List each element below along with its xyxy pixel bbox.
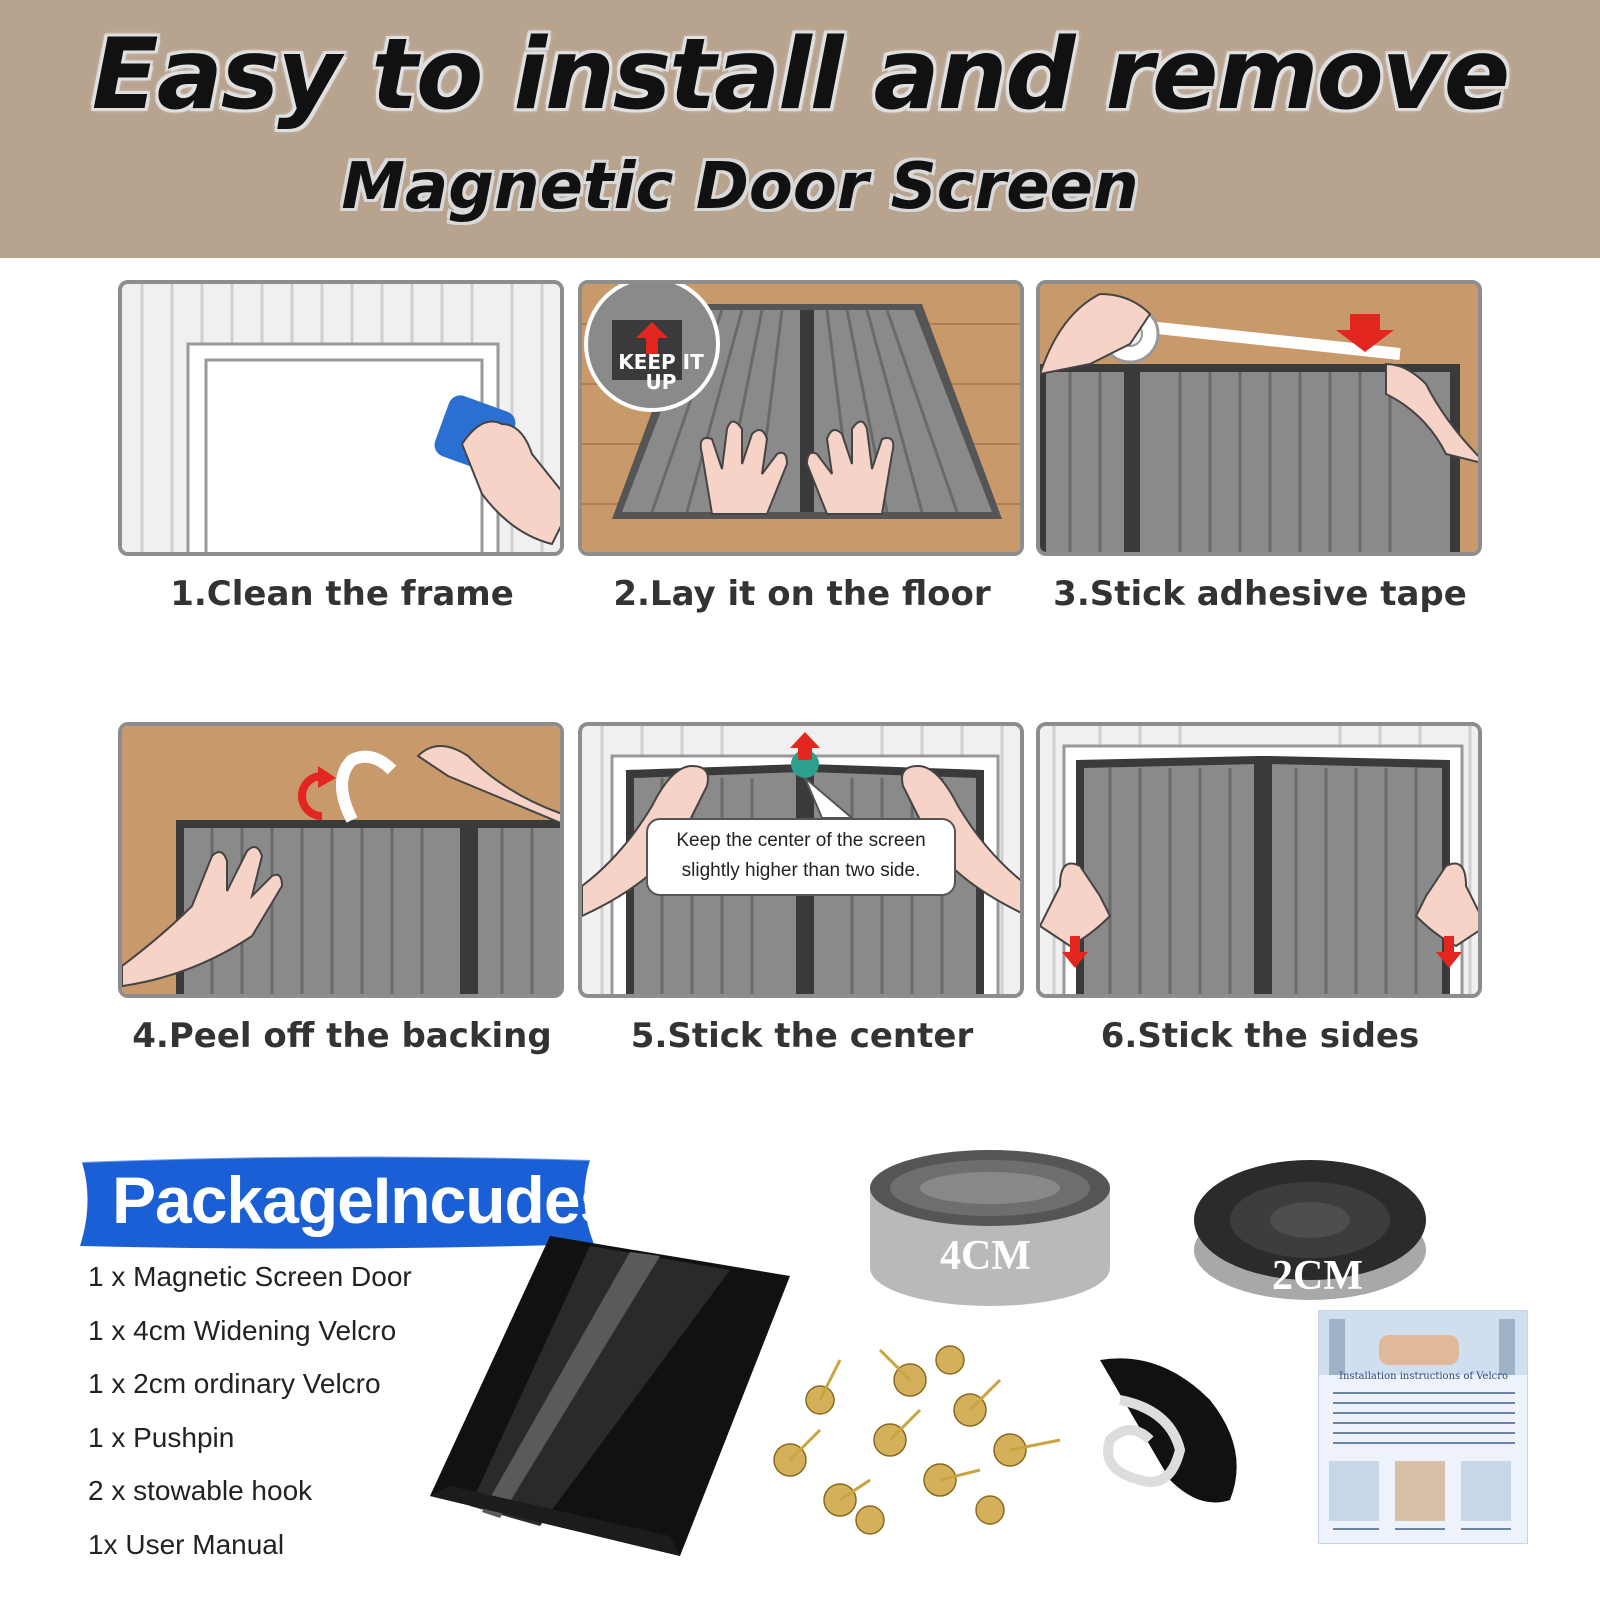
velcro-roll-4cm-image (870, 1150, 1110, 1306)
keep-it-up-badge: KEEP IT UP (618, 350, 704, 394)
user-manual-image: Installation instructions of Velcro (1318, 1310, 1528, 1544)
step-2-illustration: KEEP IT UP (578, 280, 1024, 556)
header-banner: Easy to install and remove Magnetic Door… (0, 0, 1600, 258)
list-item: 1x User Manual (88, 1528, 285, 1560)
velcro-roll-2cm-image (1194, 1160, 1426, 1300)
step-1-illustration (118, 280, 564, 556)
page-title: Easy to install and remove (91, 18, 1510, 132)
stowable-hook-image (1100, 1358, 1237, 1503)
step-5-note-callout: Keep the center of the screen slightly h… (646, 818, 956, 896)
step-6-illustration (1036, 722, 1482, 998)
step-3-illustration (1036, 280, 1482, 556)
step-5-note-line2: slightly higher than two side. (681, 860, 921, 881)
folded-screen-door-image (430, 1236, 790, 1556)
user-manual-heading: Installation instructions of Velcro (1339, 1371, 1509, 1382)
step-4-illustration (118, 722, 564, 998)
step-4-caption: 4.Peel off the backing (132, 1016, 552, 1056)
pushpins-image (773, 1345, 1061, 1535)
list-item: 1 x Magnetic Screen Door (88, 1261, 412, 1292)
list-item: 1 x 2cm ordinary Velcro (88, 1368, 381, 1400)
roll-4cm-label: 4CM (940, 1233, 1031, 1279)
step-5-caption: 5.Stick the center (630, 1016, 974, 1056)
list-item: 1 x Pushpin (88, 1421, 235, 1453)
step-6-caption: 6.Stick the sides (1100, 1016, 1420, 1056)
step-5-note-line1: Keep the center of the screen (676, 830, 926, 851)
package-item-list: 1 x Magnetic Screen Door 1 x 4cm Widenin… (88, 1262, 412, 1584)
package-title: PackageIncudes: (112, 1163, 637, 1237)
page-subtitle: Magnetic Door Screen (341, 150, 1139, 224)
roll-2cm-label: 2CM (1272, 1253, 1363, 1299)
package-banner (80, 1155, 594, 1249)
list-item: 2 x stowable hook (88, 1475, 313, 1507)
step-2-caption: 2.Lay it on the floor (613, 574, 991, 614)
step-1-caption: 1.Clean the frame (170, 574, 514, 614)
list-item: 1 x 4cm Widening Velcro (88, 1314, 397, 1346)
step-3-caption: 3.Stick adhesive tape (1053, 574, 1467, 614)
